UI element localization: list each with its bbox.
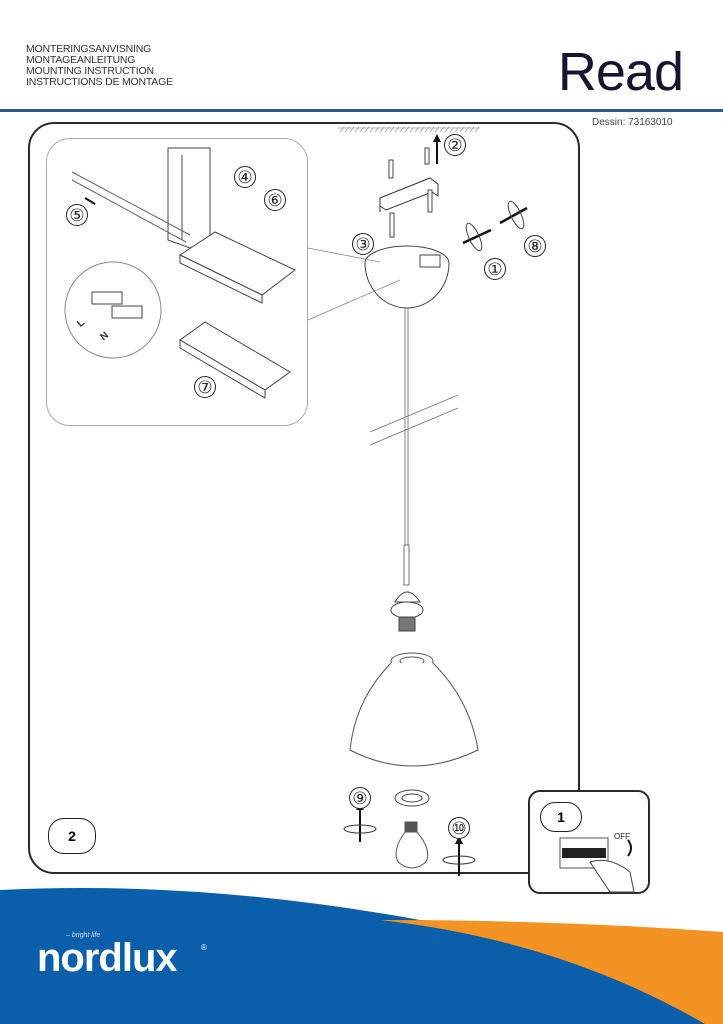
off-label: OFF: [614, 832, 630, 841]
instruction-titles: MONTERINGSANVISNING MONTAGEANLEITUNG MOU…: [26, 44, 173, 88]
callout-6: ⑥: [264, 189, 286, 211]
callout-3: ③: [352, 233, 374, 255]
product-name: Read: [557, 42, 684, 102]
ceiling-screws: [388, 147, 433, 238]
callout-4: ④: [234, 166, 256, 188]
callout-10: ⑩: [448, 817, 470, 839]
inset-magnifier: [64, 261, 162, 359]
lamp-shade: [349, 652, 479, 767]
shade-ring: [394, 789, 430, 807]
step-2-badge: 2: [48, 818, 96, 854]
detail-inset-frame: [46, 138, 308, 426]
callout-9: ⑨: [349, 787, 371, 809]
step-1-frame: 1 OFF: [528, 790, 650, 894]
nordlux-logo: nordlux: [37, 936, 178, 980]
breaker-panel-illustration: [559, 837, 635, 893]
screwdriver-8: [499, 200, 528, 230]
callout-5: ⑤: [66, 204, 88, 226]
registered-mark: ®: [201, 943, 207, 952]
canopy: [364, 245, 450, 309]
wire-strip-mark: [84, 197, 96, 205]
brand-tagline: – bright life: [66, 932, 101, 939]
inset-leader-lines: [307, 247, 401, 321]
inset-cable: [71, 171, 191, 243]
drawing-reference: Dessin: 73163010: [592, 117, 673, 128]
footer-orange-wave: [380, 920, 723, 1024]
callout-8: ⑧: [524, 235, 546, 257]
light-bulb: [395, 821, 429, 869]
inset-bracket: [167, 147, 211, 249]
rotate-arrow-9: [343, 808, 377, 842]
step-1-badge: 1: [540, 802, 582, 832]
footer-blue-wave: [0, 888, 723, 1024]
title-german: MONTAGEANLEITUNG: [26, 54, 136, 66]
title-french: INSTRUCTIONS DE MONTAGE: [26, 76, 173, 88]
footer-banner: [0, 888, 723, 1024]
callout-7: ⑦: [194, 376, 216, 398]
driver-box: [179, 321, 291, 399]
rotate-arrow-10: [442, 842, 476, 876]
ceiling-hatch: [338, 126, 480, 133]
callout-1: ①: [484, 258, 506, 280]
lamp-holder: [390, 591, 424, 632]
title-english: MOUNTING INSTRUCTION: [26, 65, 154, 77]
pendant-cable: [369, 308, 459, 586]
header-divider: [0, 109, 723, 112]
inset-terminal-block: [178, 231, 296, 304]
step-2-frame: [28, 122, 580, 874]
mounting-bracket: [379, 177, 439, 212]
screwdriver-1: [462, 222, 492, 252]
title-swedish: MONTERINGSANVISNING: [26, 43, 152, 55]
callout-2: ②: [444, 134, 466, 156]
